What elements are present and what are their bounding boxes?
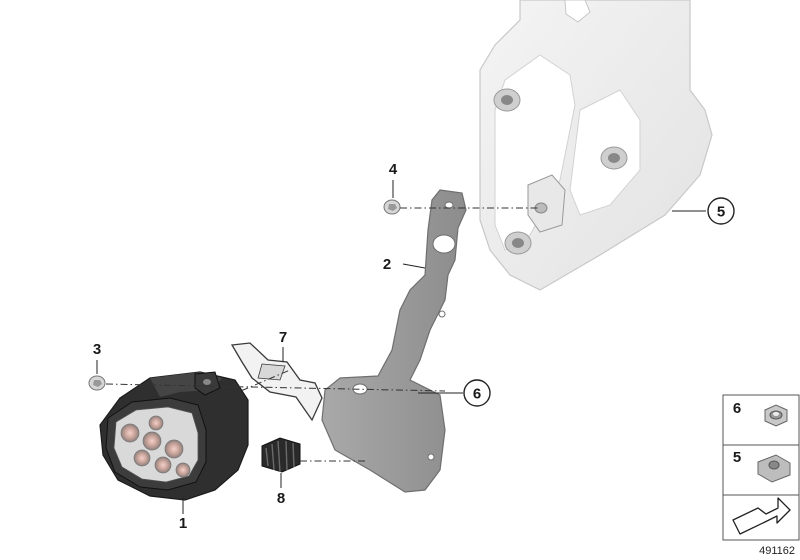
frame-boss-right <box>600 146 628 170</box>
label-part-2: 2 <box>383 256 391 273</box>
label-part-1: 1 <box>179 515 187 532</box>
label-part-3: 3 <box>93 341 101 358</box>
speed-nut-icon <box>757 454 791 483</box>
legend-label-5: 5 <box>733 449 741 466</box>
legend-label-6: 6 <box>733 400 741 417</box>
label-part-7: 7 <box>279 329 287 346</box>
clip-holder <box>230 342 323 422</box>
callout-circle-5: 5 <box>707 197 735 225</box>
assembly-axes <box>105 207 540 462</box>
label-part-8: 8 <box>277 490 285 507</box>
diagram-code: 491162 <box>759 545 795 557</box>
label-part-4: 4 <box>389 161 398 178</box>
mounting-bracket <box>321 189 467 493</box>
speed-nut-tab <box>527 174 566 233</box>
frame-boss-bottom <box>504 231 532 255</box>
label-part-5: 5 <box>717 204 725 221</box>
screw-3 <box>88 375 106 391</box>
callout-circle-6: 6 <box>463 379 491 407</box>
label-part-6: 6 <box>473 386 481 403</box>
callout-leaders <box>96 180 706 514</box>
legend-panel: 6 5 <box>722 394 800 541</box>
rubber-grommet <box>261 437 301 473</box>
frame-boss-top <box>493 88 521 112</box>
led-cluster <box>120 415 191 478</box>
hex-nut-icon <box>764 404 788 427</box>
frame-bracket <box>479 0 713 291</box>
navigation-arrow-icon <box>732 497 791 535</box>
screw-4 <box>383 199 401 215</box>
auxiliary-light <box>99 371 249 501</box>
